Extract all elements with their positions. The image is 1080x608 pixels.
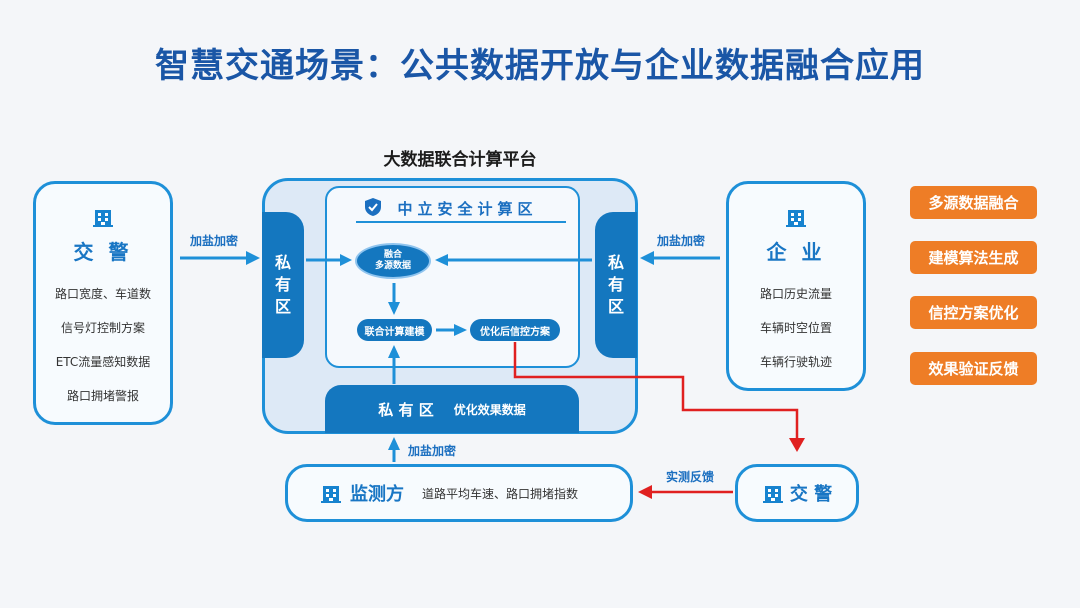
arrow-left-encrypt (180, 251, 260, 265)
right-private-char: 有 (607, 275, 624, 294)
right-private-zone: 私 有 区 (595, 212, 637, 358)
building-icon (36, 206, 170, 234)
right-encrypt-label: 加盐加密 (657, 234, 706, 248)
arrow-bottom-to-modeling (388, 345, 400, 384)
modeling-node: 联合计算建模 (357, 319, 432, 341)
neutral-zone-underline (356, 221, 566, 223)
tag-model-generation: 建模算法生成 (910, 241, 1037, 274)
left-private-char: 区 (274, 297, 291, 316)
building-icon (320, 482, 342, 508)
plan-node: 优化后信控方案 (470, 319, 560, 341)
monitor-name: 监测方 (350, 484, 404, 505)
arrow-right-to-fusion (435, 254, 592, 266)
monitor-panel: 监测方 道路平均车速、路口拥堵指数 (285, 464, 633, 522)
right-private-char: 区 (607, 297, 624, 316)
left-party-item: 路口宽度、车道数 (54, 287, 151, 301)
right-party-name: 企 业 (766, 240, 826, 264)
police-bottom-panel: 交 警 (735, 464, 859, 522)
left-party-name: 交 警 (73, 240, 133, 264)
right-party-item: 路口历史流量 (759, 287, 832, 301)
page-title: 智慧交通场景：公共数据开放与企业数据融合应用 (155, 46, 925, 86)
bottom-private-label: 私 有 区 (378, 400, 434, 419)
feedback-label: 实测反馈 (666, 470, 715, 484)
arrow-monitor-encrypt (388, 437, 400, 462)
tag-multi-source-fusion: 多源数据融合 (910, 186, 1037, 219)
right-party-panel: 企 业 路口历史流量 车辆时空位置 车辆行驶轨迹 (726, 181, 866, 391)
fusion-node-line: 多源数据 (374, 261, 411, 271)
left-private-char: 有 (274, 275, 291, 294)
left-party-item: ETC流量感知数据 (55, 355, 151, 369)
fusion-node-line: 融合 (383, 250, 402, 260)
bottom-encrypt-label: 加盐加密 (408, 444, 457, 458)
right-party-item: 车辆时空位置 (759, 321, 832, 335)
police-bottom-name: 交 警 (789, 484, 833, 505)
monitor-data: 道路平均车速、路口拥堵指数 (422, 486, 579, 501)
arrow-modeling-to-plan (436, 324, 467, 336)
bottom-private-data: 优化效果数据 (453, 402, 526, 417)
arrow-feedback (638, 485, 733, 499)
left-encrypt-label: 加盐加密 (190, 234, 239, 248)
left-party-item: 信号灯控制方案 (60, 321, 145, 335)
arrow-fusion-to-modeling (388, 283, 400, 315)
right-party-item: 车辆行驶轨迹 (759, 355, 832, 369)
arrow-left-to-fusion (306, 254, 352, 266)
building-icon (762, 482, 784, 508)
right-private-char: 私 (607, 253, 624, 272)
left-party-item: 路口拥堵警报 (66, 389, 139, 403)
building-icon (729, 206, 863, 234)
left-party-panel: 交 警 路口宽度、车道数 信号灯控制方案 ETC流量感知数据 路口拥堵警报 (33, 181, 173, 425)
tag-effect-verification: 效果验证反馈 (910, 352, 1037, 385)
left-private-zone: 私 有 区 (262, 212, 304, 358)
shield-icon (364, 197, 382, 221)
tag-signal-optimization: 信控方案优化 (910, 296, 1037, 329)
platform-title: 大数据联合计算平台 (383, 150, 537, 170)
fusion-node: 融合 多源数据 (355, 243, 431, 279)
bottom-private-zone: 私 有 区 优化效果数据 (325, 385, 579, 433)
arrow-plan-to-police (513, 342, 805, 452)
left-private-char: 私 (274, 253, 291, 272)
neutral-zone-title: 中立安全计算区 (397, 200, 538, 218)
arrow-right-encrypt (640, 251, 720, 265)
